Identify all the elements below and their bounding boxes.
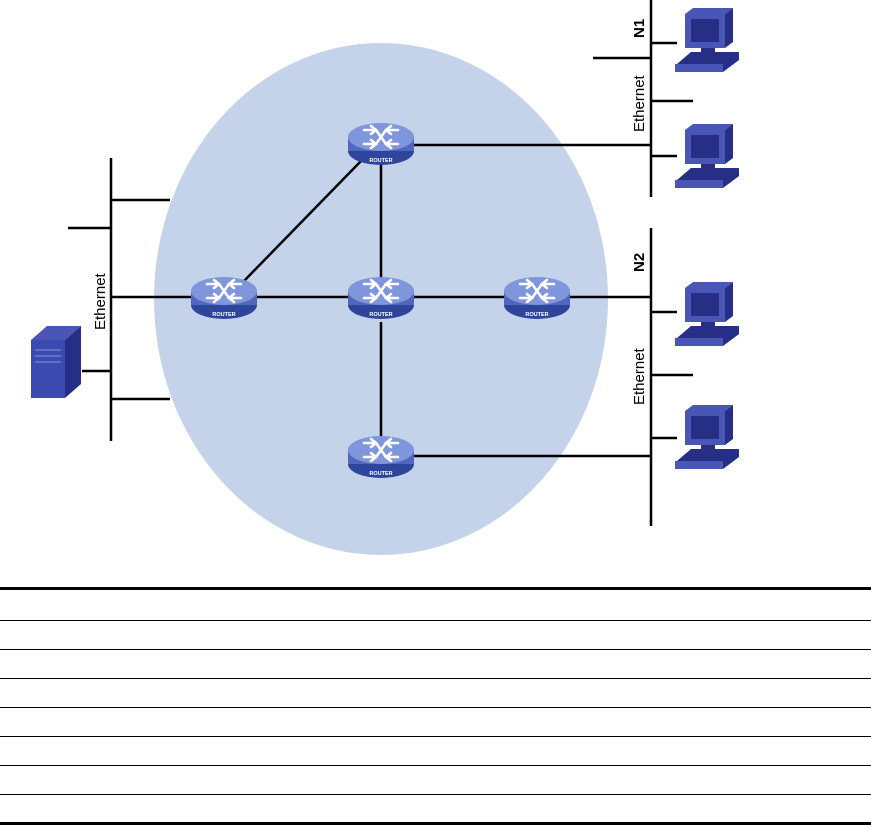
table-top-rule: [0, 587, 871, 590]
server-icon: [31, 326, 81, 398]
router-label: ROUTER: [369, 312, 392, 318]
ethernet-label-n2: Ethernet: [631, 347, 648, 405]
ethernet-label-left: Ethernet: [92, 272, 109, 330]
router-left: ROUTER: [189, 275, 259, 321]
n1-label: N1: [631, 19, 648, 38]
network-topology-diagram: ROUTER ROUTER ROUTER ROUTER ROUTER Ether…: [31, 0, 739, 555]
table-row-rule: [0, 765, 871, 766]
pc-icon: [675, 405, 739, 469]
table-row-rule: [0, 678, 871, 679]
table-row-rule: [0, 620, 871, 621]
router-bottom: ROUTER: [346, 434, 416, 480]
table-row-rule: [0, 707, 871, 708]
table-row-rule: [0, 736, 871, 737]
pc-icon: [675, 8, 739, 72]
table-row-rule: [0, 794, 871, 795]
router-center: ROUTER: [346, 275, 416, 321]
router-label: ROUTER: [369, 471, 392, 477]
pc-icon: [675, 124, 739, 188]
router-label: ROUTER: [212, 312, 235, 318]
router-top: ROUTER: [346, 121, 416, 167]
table-row-rule: [0, 649, 871, 650]
ethernet-label-n1: Ethernet: [631, 74, 648, 132]
router-label: ROUTER: [369, 158, 392, 164]
router-right: ROUTER: [502, 275, 572, 321]
n2-label: N2: [631, 253, 648, 272]
table-bottom-rule: [0, 822, 871, 825]
router-label: ROUTER: [525, 312, 548, 318]
link-top-left: [243, 159, 363, 282]
pc-icon: [675, 282, 739, 346]
